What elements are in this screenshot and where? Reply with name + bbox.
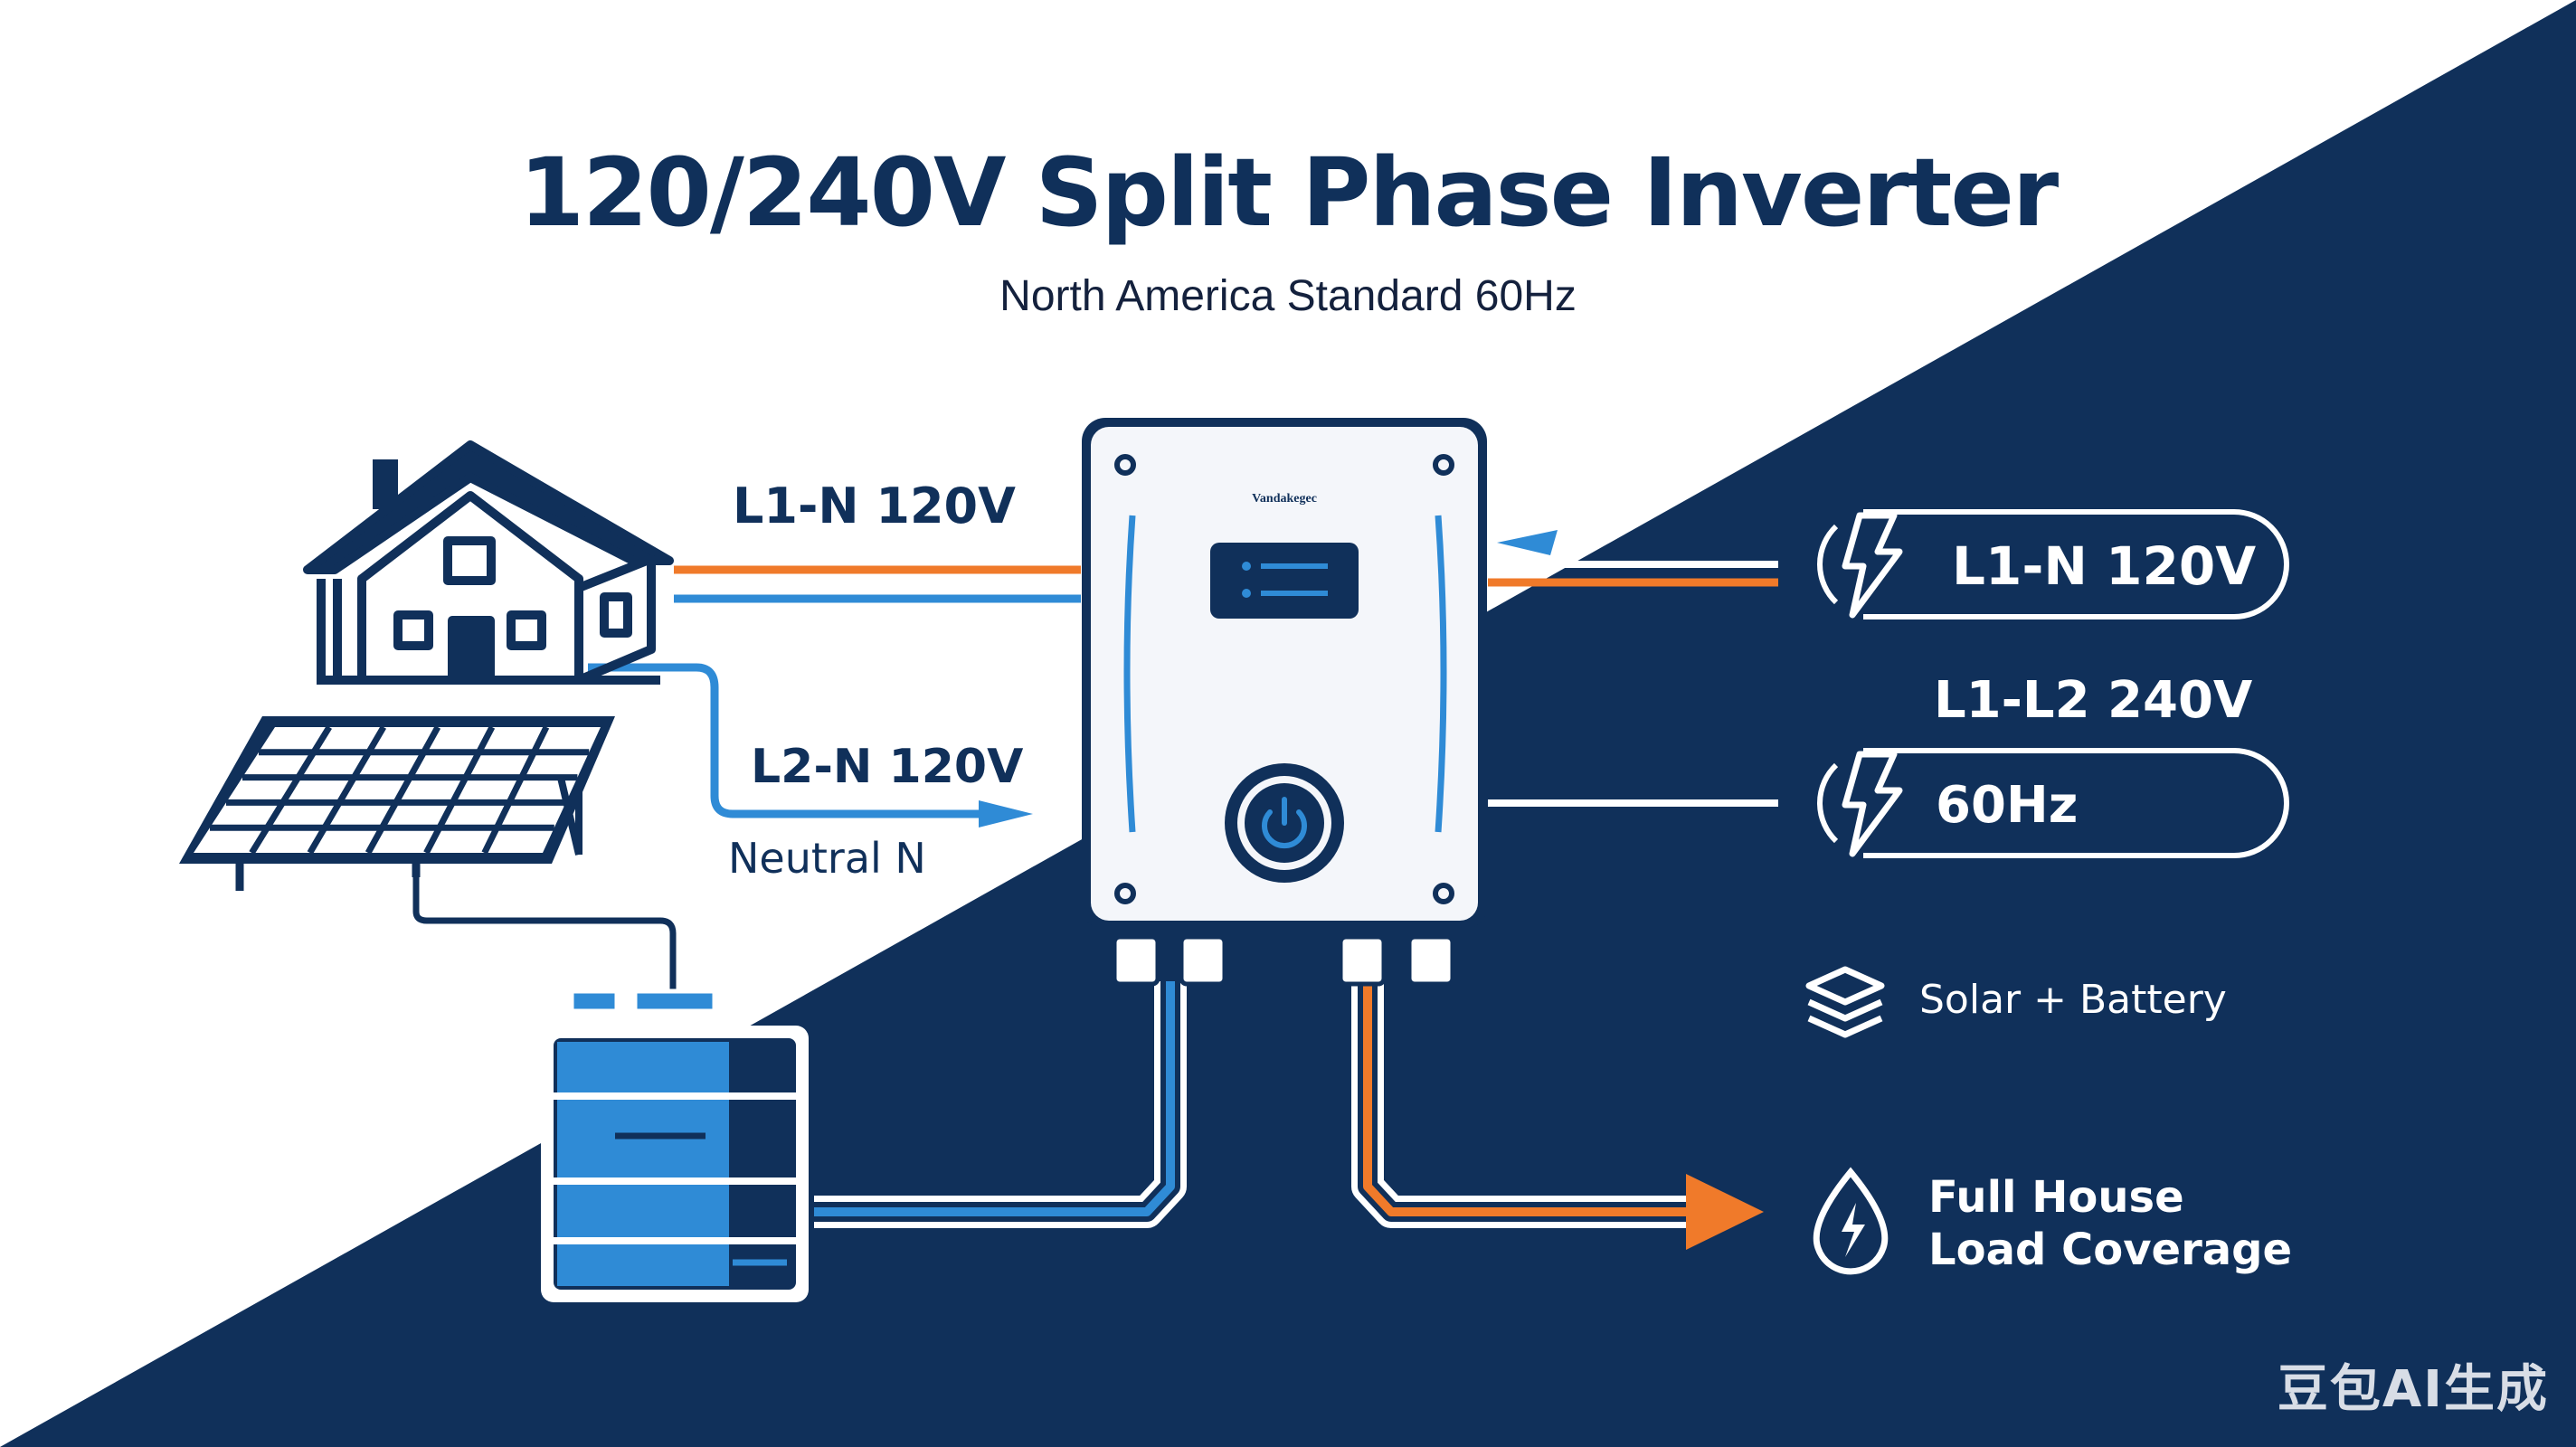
energy-drop-icon	[1813, 1167, 1889, 1275]
solar-cell-divider	[365, 725, 441, 855]
input-arrow	[1497, 530, 1558, 555]
solar-cell-divider	[249, 725, 332, 855]
label-freq: 60Hz	[1936, 776, 2079, 835]
solar-cell-divider	[307, 725, 387, 855]
inverter-unit: Vandakegec	[1082, 418, 1487, 987]
inverter-brand: Vandakegec	[1252, 492, 1317, 506]
page-title: 120/240V Split Phase Inverter	[518, 137, 2059, 248]
label-l1n-right: L1-N 120V	[1952, 535, 2257, 597]
l1n-pill	[1817, 509, 2289, 619]
label-load-coverage: Load Coverage	[1928, 1225, 2293, 1275]
page-subtitle: North America Standard 60Hz	[999, 272, 1577, 320]
solar-panel-icon	[179, 716, 615, 891]
neutral-wire-blue	[588, 663, 986, 818]
solar-battery-wire	[412, 875, 677, 993]
watermark: 豆包AI生成	[2277, 1360, 2549, 1419]
label-full-house: Full House	[1928, 1172, 2184, 1223]
right-wires	[1488, 530, 1778, 807]
solar-cell-divider	[481, 725, 550, 855]
house-icon	[303, 440, 674, 685]
bottom-wires	[814, 981, 1764, 1250]
lightning-icon	[1817, 512, 1903, 619]
label-l2n-left: L2-N 120V	[751, 740, 1024, 794]
layers-icon	[1805, 966, 1885, 1038]
label-neutral: Neutral N	[728, 834, 926, 883]
freq-pill	[1817, 748, 2289, 858]
label-l1n-left: L1-N 120V	[733, 478, 1016, 534]
label-l1l2: L1-L2 240V	[1934, 671, 2253, 730]
battery-icon	[541, 988, 809, 1302]
lightning-icon	[1817, 751, 1903, 857]
neutral-wire-arrow	[979, 800, 1033, 828]
power-button-icon	[1225, 763, 1344, 883]
inverter-display	[1210, 543, 1359, 619]
load-arrow	[1686, 1174, 1764, 1250]
label-solar-battery: Solar + Battery	[1919, 977, 2227, 1023]
solar-cell-divider	[423, 725, 496, 855]
left-wires	[588, 565, 1081, 828]
